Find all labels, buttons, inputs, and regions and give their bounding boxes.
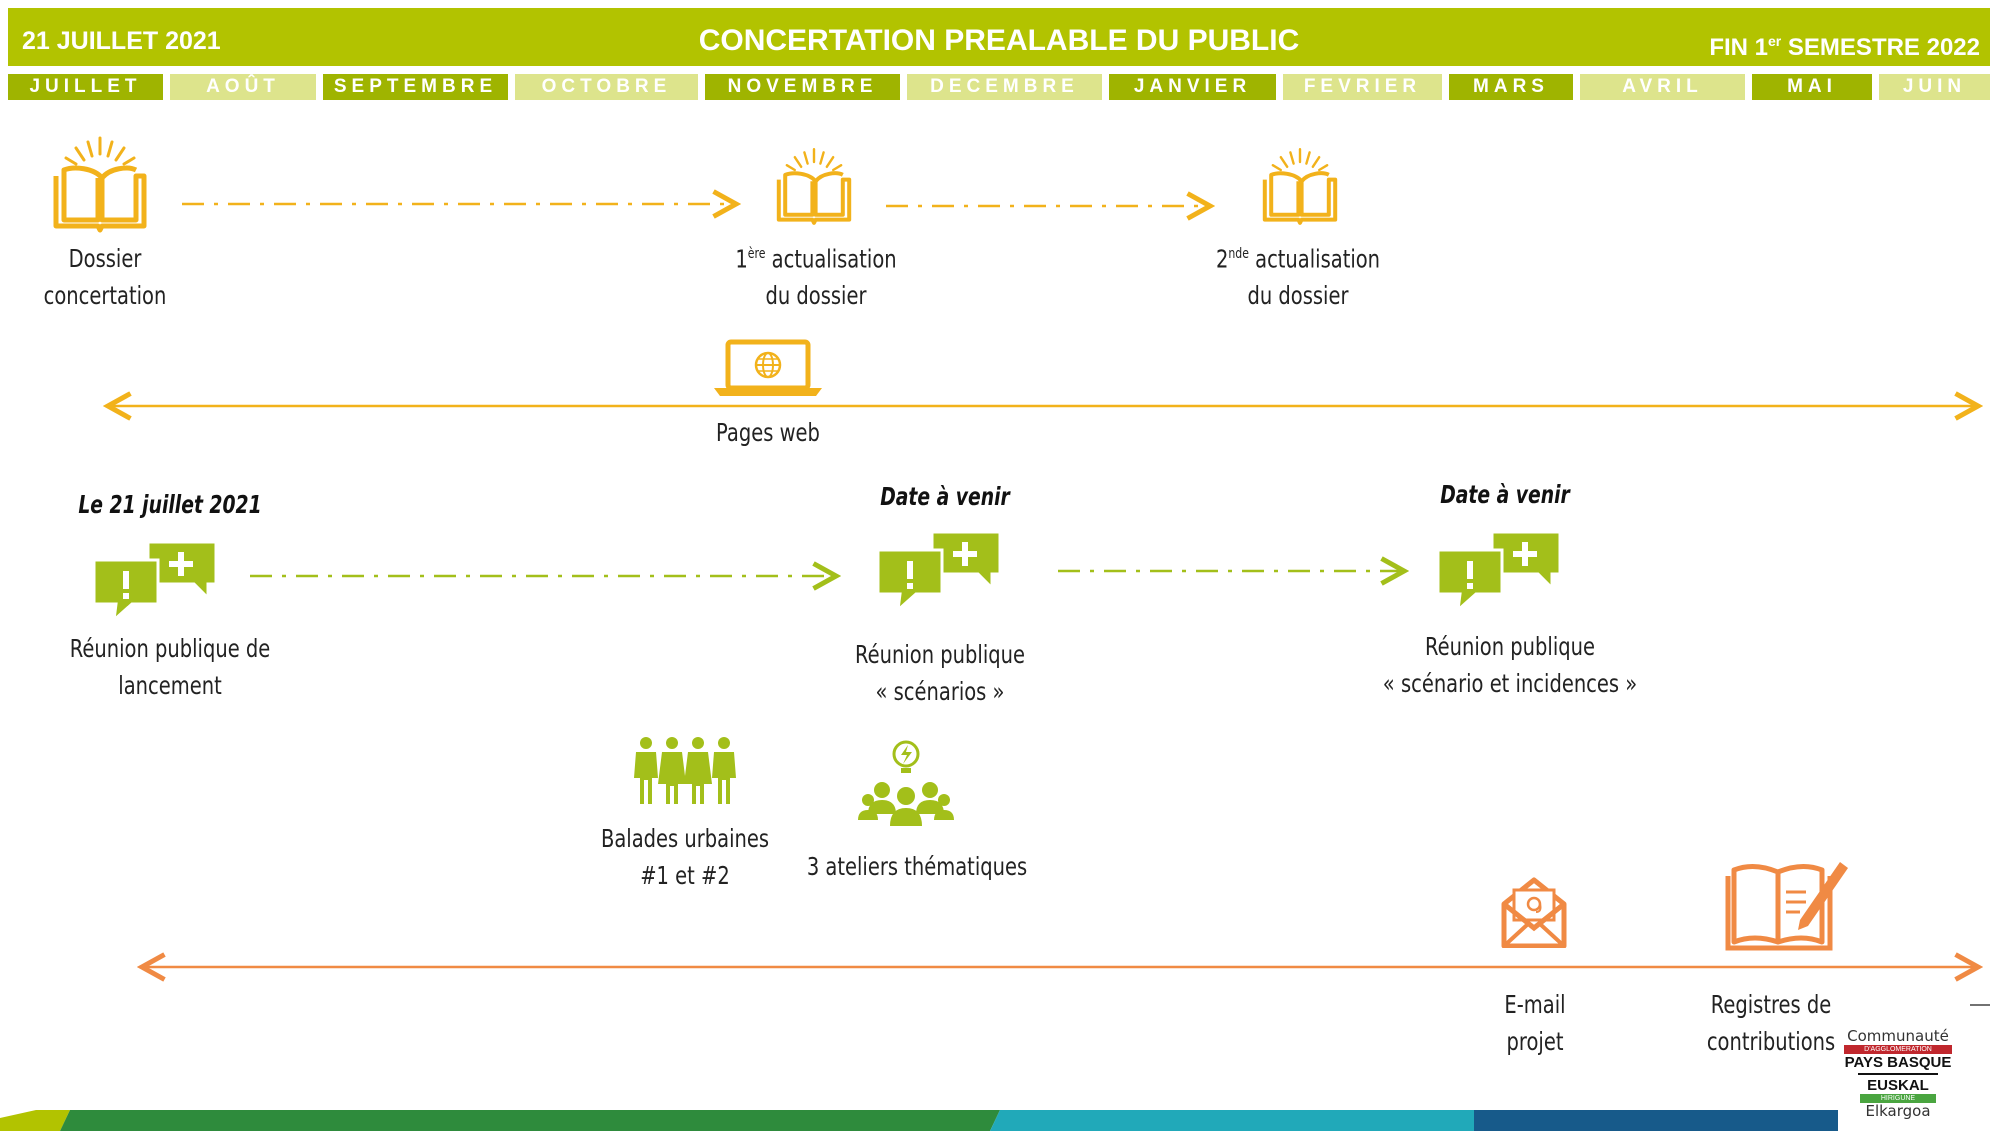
month-octobre: OCTOBRE (515, 74, 698, 100)
dossier-label-3: 2nde actualisation du dossier (1215, 244, 1381, 311)
speech-bubbles-icon (876, 530, 1002, 612)
logo-pays-basque: Communauté D'AGGLOMERATION PAYS BASQUE E… (1844, 1027, 1952, 1120)
month-avril: AVRIL (1580, 74, 1745, 100)
month-septembre: SEPTEMBRE (323, 74, 508, 100)
start-date: 21 JUILLET 2021 (22, 27, 221, 55)
month-juillet: JUILLET (8, 74, 163, 100)
footer-band (0, 1110, 1838, 1131)
workshop-idea-icon (858, 740, 954, 826)
meeting-date-1: Le 21 juillet 2021 (78, 490, 262, 519)
laptop-icon (714, 339, 822, 396)
speech-bubbles-icon (92, 540, 218, 622)
people-walking-icon (634, 737, 736, 804)
speech-bubbles-icon (1436, 530, 1562, 612)
end-date: FIN 1er SEMESTRE 2022 (1709, 33, 1980, 61)
header-banner: 21 JUILLET 2021 CONCERTATION PREALABLE D… (8, 8, 1990, 66)
register-pen-icon (1725, 862, 1848, 951)
month-mai: MAI (1752, 74, 1872, 100)
ateliers-label: 3 ateliers thématiques (806, 852, 1028, 881)
meeting-label-2: Réunion publique« scénarios » (855, 640, 1025, 706)
month-novembre: NOVEMBRE (705, 74, 900, 100)
page-title: CONCERTATION PREALABLE DU PUBLIC (698, 24, 1300, 57)
meeting-label-3: Réunion publique« scénario et incidences… (1382, 632, 1638, 698)
month-janvier: JANVIER (1109, 74, 1276, 100)
book-icon (776, 148, 852, 225)
month-mars: MARS (1449, 74, 1573, 100)
dossier-label-2: 1ère actualisation du dossier (735, 244, 897, 311)
month-fevrier: FEVRIER (1283, 74, 1442, 100)
meeting-date-2: Date à venir (880, 482, 1010, 511)
month-juin: JUIN (1879, 74, 1990, 100)
email-icon (1501, 877, 1567, 948)
book-icon (53, 136, 147, 233)
book-icon (1262, 148, 1338, 225)
balades-label: Balades urbaines#1 et #2 (600, 824, 770, 890)
meeting-date-3: Date à venir (1440, 480, 1570, 509)
web-label: Pages web (716, 418, 820, 447)
month-aout: AOÛT (170, 74, 316, 100)
month-decembre: DECEMBRE (907, 74, 1102, 100)
